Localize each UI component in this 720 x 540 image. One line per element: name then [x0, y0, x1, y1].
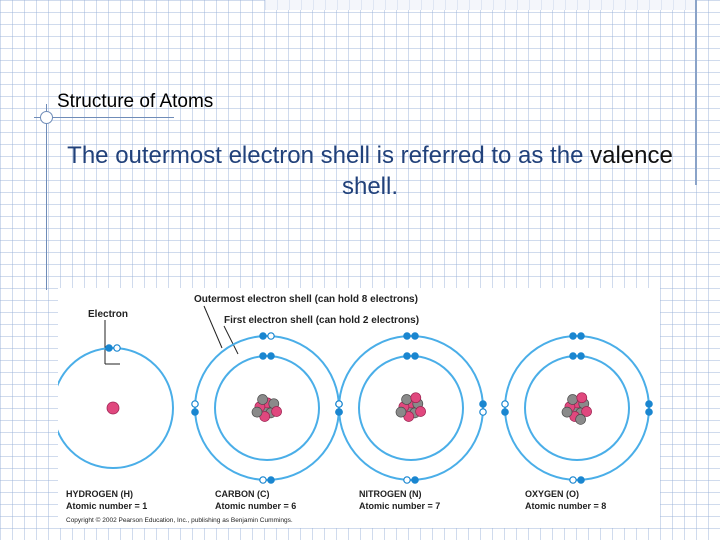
- electron: [411, 352, 419, 360]
- outer-shell-ring: [504, 335, 650, 481]
- body-keyword: valence: [590, 142, 673, 169]
- atom-4: OXYGEN (O) Atomic number = 8: [501, 332, 653, 511]
- callout-first-shell-label: First electron shell (can hold 2 electro…: [224, 315, 419, 326]
- electron: [411, 476, 419, 484]
- nucleus-neutron: [401, 394, 412, 405]
- electron: [569, 332, 577, 340]
- nucleus-neutron: [567, 394, 578, 405]
- electron: [267, 352, 275, 360]
- nucleus-neutron: [257, 394, 268, 405]
- atomic-number-label: Atomic number = 7: [359, 501, 440, 511]
- electron: [411, 332, 419, 340]
- atomic-number-label: Atomic number = 1: [66, 501, 147, 511]
- atom-name-label: HYDROGEN (H): [66, 489, 133, 499]
- electron-vacancy: [335, 400, 343, 408]
- nucleus-neutron: [251, 406, 263, 418]
- nucleus-neutron: [395, 406, 407, 418]
- first-shell-ring: [358, 355, 464, 461]
- electron: [335, 408, 343, 416]
- electron-vacancy: [191, 400, 199, 408]
- electron: [645, 408, 653, 416]
- atom-diagram: Electron Outermost electron shell (can h…: [58, 288, 660, 528]
- atoms-layer: HYDROGEN (H) Atomic number = 1 CARBON (C) A…: [58, 332, 653, 511]
- atom-diagram-svg: Electron Outermost electron shell (can h…: [58, 294, 653, 524]
- atom-2: CARBON (C) Atomic number = 6: [191, 332, 343, 511]
- title-underline: [34, 117, 174, 118]
- atom-name-label: NITROGEN (N): [359, 489, 422, 499]
- first-shell-ring: [58, 347, 174, 469]
- electron-vacancy: [113, 344, 121, 352]
- electron-vacancy: [259, 476, 267, 484]
- electron-vacancy: [569, 476, 577, 484]
- electron: [403, 352, 411, 360]
- nucleus-neutron: [561, 406, 573, 418]
- title-bullet-ring: [40, 111, 53, 124]
- callout-electron-label: Electron: [88, 309, 128, 320]
- body-text-before: The outermost electron shell is referred…: [67, 142, 591, 169]
- electron: [569, 352, 577, 360]
- atom-1: HYDROGEN (H) Atomic number = 1: [58, 344, 174, 511]
- callout-outer-shell-label: Outermost electron shell (can hold 8 ele…: [194, 294, 418, 305]
- nucleus-neutron: [575, 414, 586, 425]
- copyright-text: Copyright © 2002 Pearson Education, Inc.…: [66, 516, 293, 524]
- electron: [259, 352, 267, 360]
- nucleus-proton: [271, 406, 282, 417]
- electron-vacancy: [479, 408, 487, 416]
- electron-vacancy: [403, 476, 411, 484]
- nucleus-proton: [415, 406, 426, 417]
- electron: [645, 400, 653, 408]
- callout-outer-shell-line: [203, 305, 223, 349]
- atomic-number-label: Atomic number = 8: [525, 501, 606, 511]
- electron: [479, 400, 487, 408]
- electron: [259, 332, 267, 340]
- atom-3: NITROGEN (N) Atomic number = 7: [335, 332, 487, 511]
- electron-vacancy: [501, 400, 509, 408]
- slide-title: Structure of Atoms: [57, 91, 214, 112]
- body-text-after: shell.: [341, 173, 399, 200]
- nucleus-proton: [410, 392, 422, 404]
- header-decoration: [265, 0, 695, 10]
- nucleus-proton: [106, 401, 120, 415]
- first-shell-ring: [214, 355, 320, 461]
- electron-vacancy: [267, 332, 275, 340]
- slide-body-text: The outermost electron shell is referred…: [60, 140, 680, 202]
- atomic-number-label: Atomic number = 6: [215, 501, 296, 511]
- electron: [577, 332, 585, 340]
- right-accent-rule: [695, 0, 697, 185]
- title-vertical-rule: [46, 104, 47, 290]
- nucleus-proton: [576, 392, 588, 404]
- outer-shell-ring: [338, 335, 484, 481]
- first-shell-ring: [524, 355, 630, 461]
- electron: [267, 476, 275, 484]
- electron: [577, 476, 585, 484]
- electron: [577, 352, 585, 360]
- callout-first-shell-line: [223, 325, 239, 355]
- electron: [105, 344, 113, 352]
- electron: [403, 332, 411, 340]
- nucleus-proton: [581, 406, 592, 417]
- electron: [501, 408, 509, 416]
- atom-name-label: OXYGEN (O): [525, 489, 579, 499]
- electron: [191, 408, 199, 416]
- atom-name-label: CARBON (C): [215, 489, 270, 499]
